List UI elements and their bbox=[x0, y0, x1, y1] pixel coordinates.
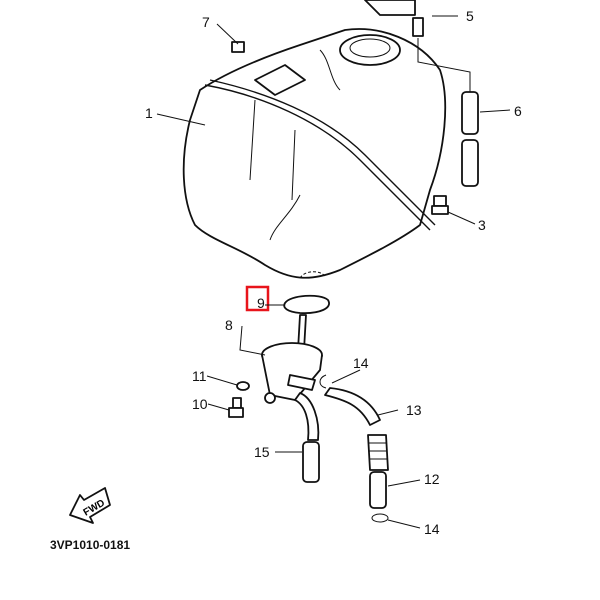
part-15-hose bbox=[302, 441, 320, 483]
fuel-tank bbox=[182, 0, 447, 279]
callout-12: 12 bbox=[424, 471, 440, 487]
part-13-hose bbox=[324, 387, 381, 426]
drawing-code: 3VP1010-0181 bbox=[50, 538, 130, 552]
part-14-clip bbox=[319, 374, 327, 389]
part-5-fitting bbox=[412, 17, 424, 37]
callout-8: 8 bbox=[225, 317, 233, 333]
part-6-hose-lower bbox=[461, 139, 479, 187]
callout-5: 5 bbox=[466, 8, 474, 24]
callout-14-upper: 14 bbox=[353, 355, 369, 371]
part-6-hose bbox=[461, 91, 479, 135]
part-7-clip bbox=[231, 41, 245, 53]
part-15-hose-bend bbox=[294, 392, 320, 441]
callout-13: 13 bbox=[406, 402, 422, 418]
part-10-bolt bbox=[228, 397, 244, 418]
callout-15: 15 bbox=[254, 444, 270, 460]
callout-6: 6 bbox=[514, 103, 522, 119]
highlight-box bbox=[245, 285, 270, 312]
callout-9: 9 bbox=[257, 295, 265, 311]
callout-11: 11 bbox=[192, 368, 207, 384]
fuel-cock-assembly bbox=[261, 294, 330, 404]
part-12-corrugated bbox=[367, 434, 389, 471]
forward-arrow-icon: FWD bbox=[69, 487, 111, 524]
callout-7: 7 bbox=[202, 14, 210, 30]
part-14-clip-lower bbox=[371, 513, 389, 523]
callout-3: 3 bbox=[478, 217, 486, 233]
part-12-hose bbox=[369, 471, 387, 509]
part-3-bolt bbox=[431, 195, 449, 215]
callout-10: 10 bbox=[192, 396, 208, 412]
callout-14-lower: 14 bbox=[424, 521, 440, 537]
callout-1: 1 bbox=[145, 105, 153, 121]
part-11-washer bbox=[236, 381, 250, 391]
